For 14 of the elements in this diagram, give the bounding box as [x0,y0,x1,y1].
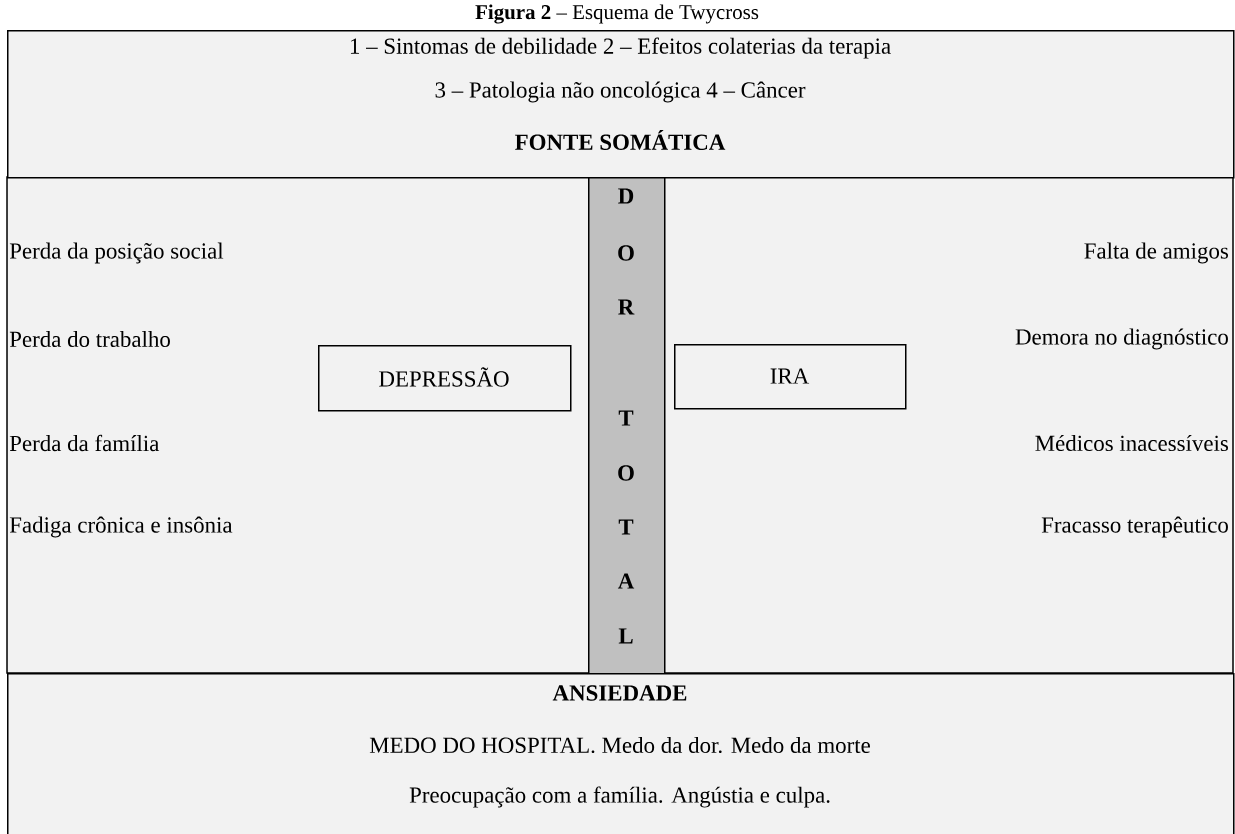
factor-label: Médicos inacessíveis [1035,434,1228,452]
label-box: DEPRESSÃO [318,345,572,412]
factor-label: Demora no diagnóstico [1015,328,1228,350]
factor-label: Perda da família [9,434,160,452]
text-panel: ANSIEDADE MEDO DO HOSPITAL. Medo da dor. Medo da morte Preocupação com a família. Angústia e culpa. [7,673,1235,834]
label-box: IRA [674,344,907,410]
factor-label: Perda do trabalho [9,330,170,348]
vertical-band: D O R T O T A L [588,177,666,675]
factor-label: Fadiga crônica e insônia [9,516,233,538]
factor-label: Falta de amigos [1084,242,1228,264]
figure-title: Figura 2 – Esquema de Twycross [475,4,759,24]
factor-label: Fracasso terapêutico [1041,516,1228,538]
factor-label: Perda da posição social [9,242,224,264]
text-panel: 1 – Sintomas de debilidade 2 – Efeitos colaterias da terapia 3 – Patologia não oncológica 4 – Câncer FONTE SOMÁTICA [7,30,1235,179]
